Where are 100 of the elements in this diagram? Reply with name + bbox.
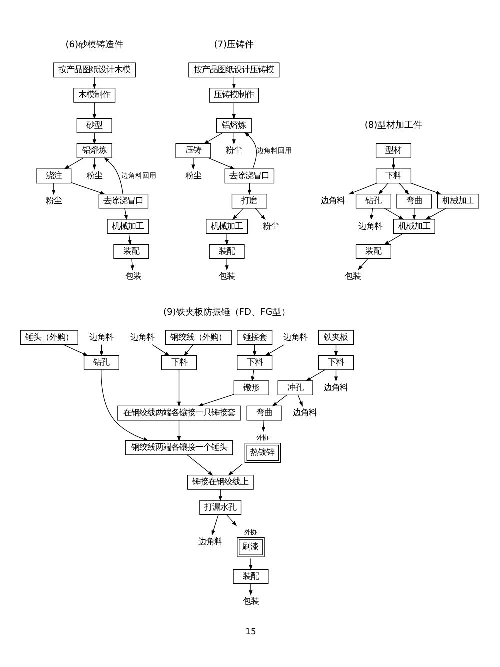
- arrow: [184, 344, 194, 356]
- arrow: [306, 370, 326, 382]
- label: (9)铁夹板防振锤（FD、FG型）: [163, 308, 291, 318]
- node-box: 装配: [209, 244, 245, 260]
- node-text: 包装: [219, 271, 236, 282]
- node-text: 包装: [242, 596, 259, 606]
- node-box: 浇注: [36, 168, 72, 184]
- node-box: 锤接套: [237, 330, 273, 346]
- node-box: 锤头（外购）: [20, 330, 78, 346]
- arrow: [399, 183, 410, 195]
- node-text: 粉尘: [262, 220, 279, 231]
- arrow: [232, 102, 236, 120]
- arrow: [412, 208, 416, 220]
- arrow: [298, 394, 303, 408]
- node-box: 钻孔: [84, 355, 120, 370]
- node-text: 粉尘: [86, 170, 103, 180]
- arrow: [208, 158, 236, 170]
- arrow: [249, 558, 253, 570]
- arrow: [177, 370, 182, 408]
- node-box: 钢绞线两端各镶接一个锤头: [125, 440, 234, 456]
- node-box: 弯曲: [396, 194, 432, 209]
- arrow: [251, 370, 255, 382]
- node-box: 铝熔炼: [76, 144, 112, 158]
- node-text: 边角料: [321, 196, 346, 206]
- arrow: [358, 258, 368, 271]
- arrow: [71, 182, 106, 195]
- arrow: [255, 208, 266, 220]
- arrow: [244, 132, 257, 170]
- node-box: 锤接在钢绞线上: [187, 475, 254, 490]
- node-box: 型材: [376, 144, 412, 158]
- arrow: [384, 208, 404, 220]
- arrow: [104, 158, 124, 195]
- node-text: 粉尘: [46, 196, 62, 206]
- arrow: [128, 233, 132, 246]
- arrow: [64, 158, 84, 170]
- arrow: [198, 394, 234, 407]
- node-text: 边角料: [130, 332, 154, 342]
- node-box: 下料: [376, 168, 412, 184]
- arrow: [63, 344, 88, 356]
- node-box: 装配: [114, 244, 150, 260]
- node-text: 粉尘: [185, 170, 202, 180]
- node-box: 装配: [233, 569, 269, 584]
- node-text: 边角料: [324, 382, 348, 392]
- node-box: 铁夹板: [318, 330, 354, 346]
- node-box: 铝熔炼: [216, 118, 252, 134]
- node-box: 镦形: [234, 380, 270, 396]
- arrow: [130, 258, 134, 271]
- node-box: 机械加工: [393, 219, 436, 234]
- node-box: 木模制作: [74, 88, 116, 103]
- node-text: 包装: [345, 271, 362, 282]
- arrow: [265, 344, 285, 356]
- label: 15: [246, 626, 256, 637]
- node-box: 去除浇冒口: [224, 168, 275, 184]
- node-box: 去除浇冒口: [98, 194, 149, 209]
- node-box: 压铸模制作: [209, 88, 260, 103]
- label: (8)型材加工件: [364, 121, 423, 132]
- arrow: [272, 394, 288, 407]
- node-box: 装配: [356, 244, 392, 260]
- arrow: [426, 208, 447, 220]
- node-box: 机械加工: [437, 194, 480, 209]
- arrow: [348, 183, 378, 195]
- node-text: 边角料: [293, 407, 318, 418]
- node-box: 机械加工: [107, 219, 150, 234]
- node-box: 下料: [318, 355, 354, 370]
- arrow: [204, 132, 224, 144]
- arrow: [410, 182, 442, 195]
- arrow: [152, 344, 170, 356]
- arrow: [225, 233, 229, 246]
- label: (7)压铸件: [214, 40, 254, 50]
- arrow: [187, 454, 214, 476]
- arrow: [124, 208, 128, 220]
- arrow: [177, 420, 182, 442]
- arrow: [228, 464, 243, 476]
- node-text: 边角料: [198, 536, 222, 546]
- arrow: [101, 370, 149, 442]
- node-box: 机械加工: [206, 219, 248, 234]
- arrow: [370, 208, 374, 220]
- arrow: [232, 208, 244, 220]
- arrow: [92, 102, 96, 120]
- node-text: 粉尘: [226, 145, 242, 156]
- node-box: 钢绞线（外购）: [165, 330, 232, 346]
- node-box: 压铸: [176, 144, 212, 158]
- node-box: 打磨: [232, 194, 268, 209]
- node-box: 冲孔: [278, 380, 314, 396]
- node-box: 在钢绞线两端各镶接一只锤接套: [117, 406, 242, 421]
- node-box: 按产品图纸设计木模: [53, 62, 136, 78]
- node-box: 钻孔: [356, 194, 392, 209]
- node-box: 砂型: [76, 118, 112, 134]
- arrow: [249, 584, 253, 596]
- arrow: [262, 420, 266, 432]
- node-box: 下料: [161, 355, 198, 370]
- arrow: [378, 183, 389, 195]
- node-box: 按产品图纸设计压铸模: [188, 62, 280, 78]
- node-text: 包装: [125, 271, 142, 282]
- arrow: [212, 514, 219, 536]
- arrow: [192, 158, 196, 170]
- node-text: 边角料: [284, 332, 308, 342]
- arrow: [384, 233, 404, 246]
- node-box: 弯曲: [246, 406, 282, 421]
- node-text: 边角料: [90, 332, 114, 342]
